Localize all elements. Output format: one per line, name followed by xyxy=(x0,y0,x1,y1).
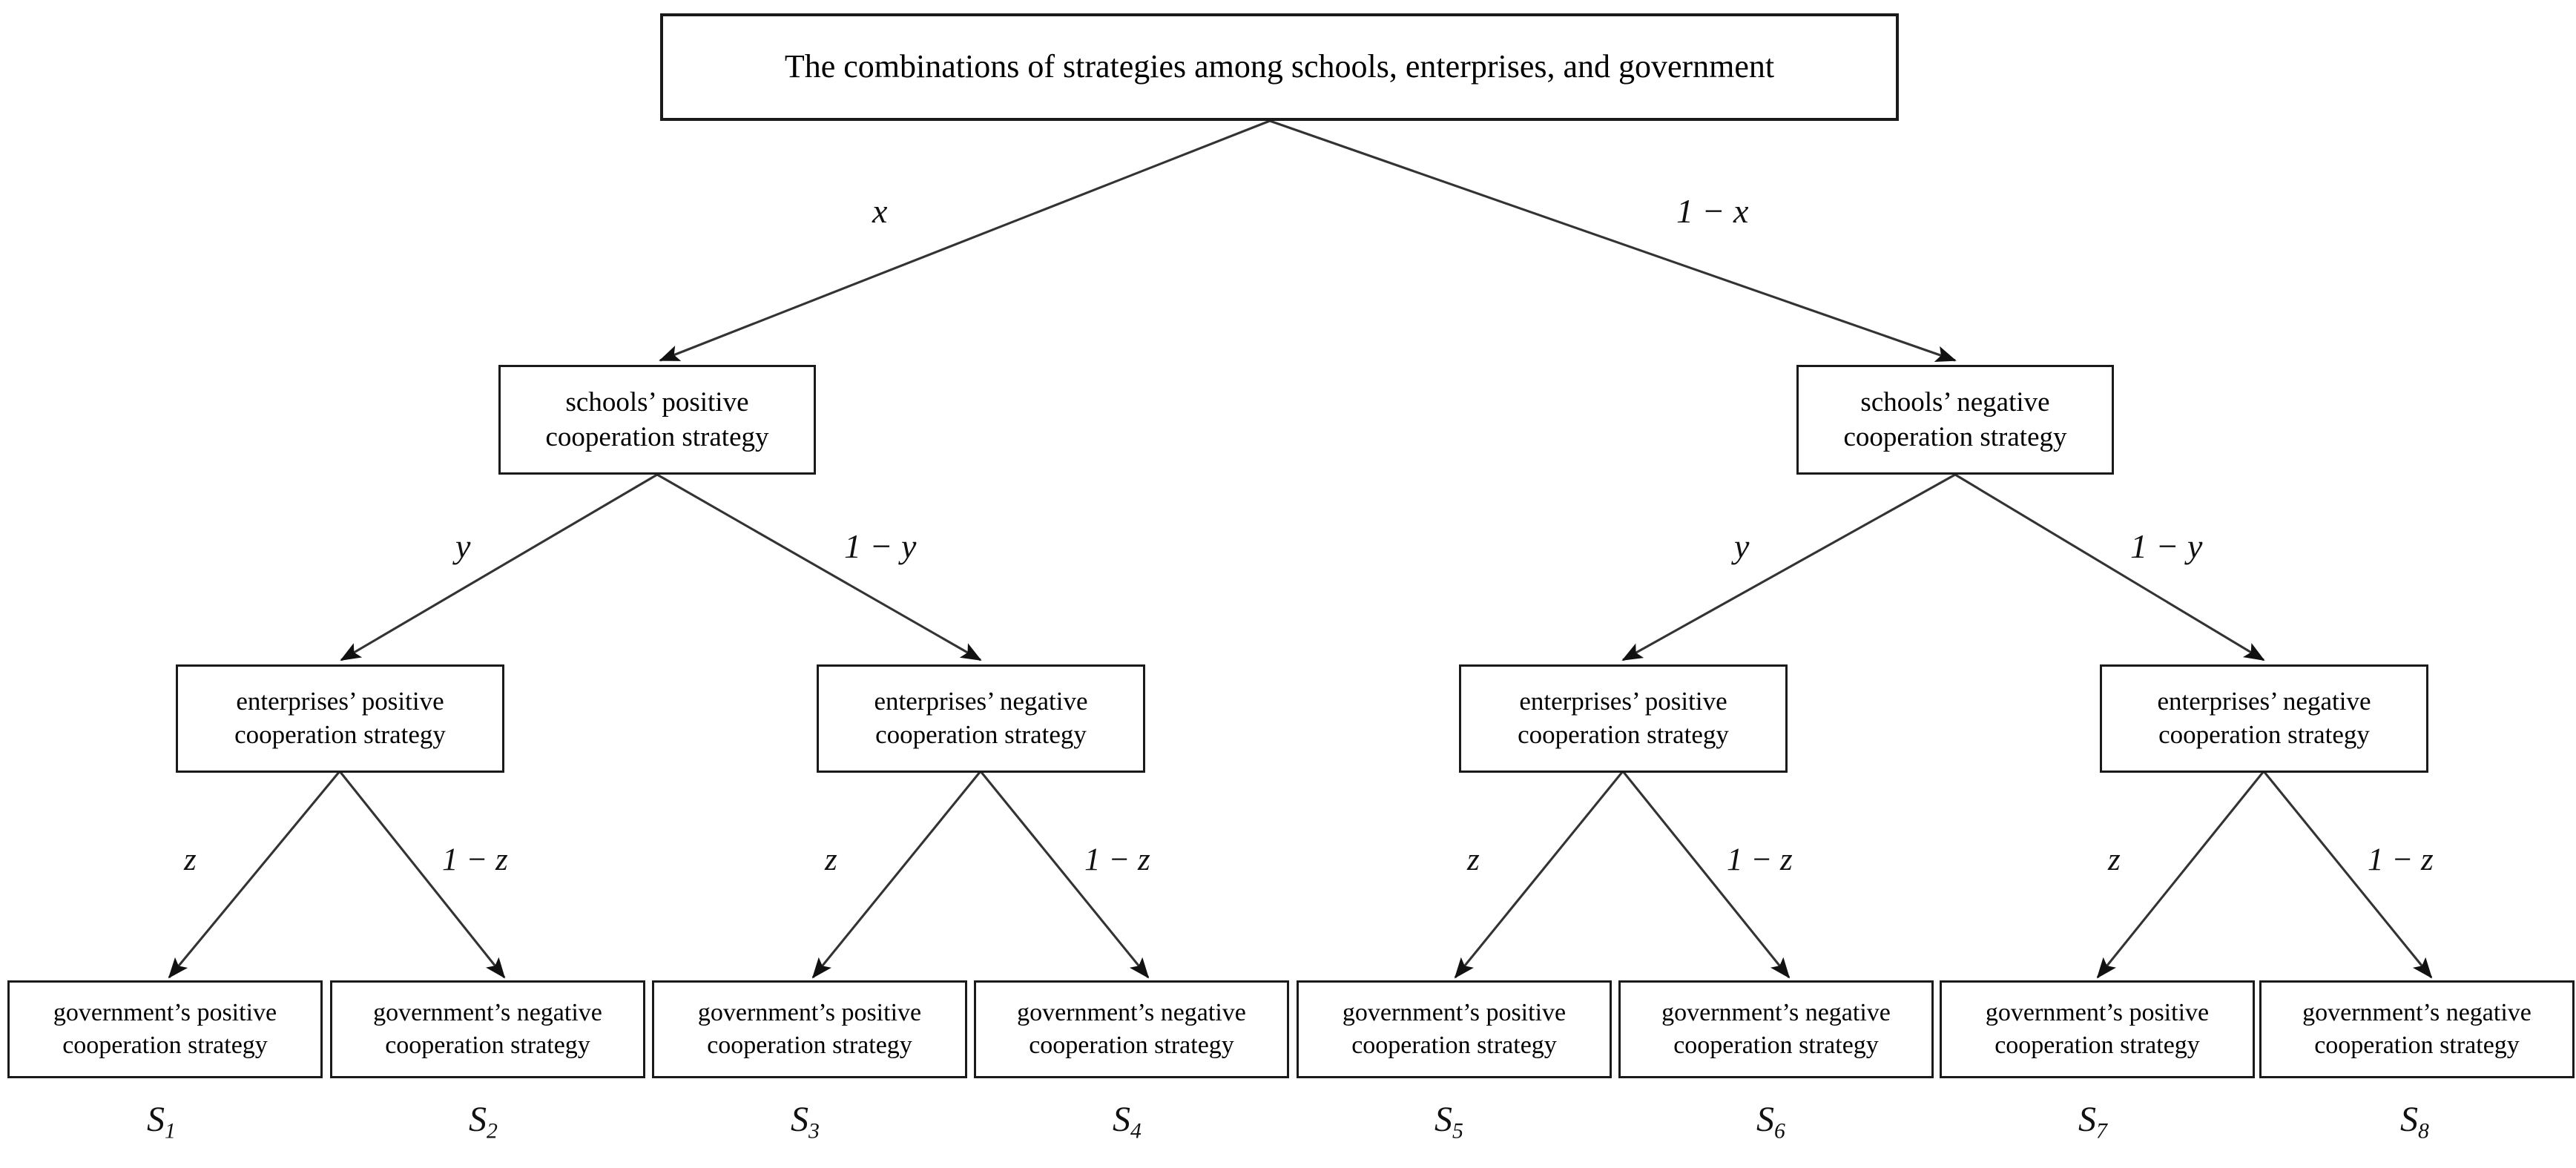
edge-label-1-minus-z-4: 1 − z xyxy=(2368,842,2434,877)
outcome-label-s7: S7 xyxy=(2078,1100,2107,1144)
outcome-label-s4: S4 xyxy=(1113,1100,1142,1144)
edge-label-y-right: y xyxy=(1734,527,1750,565)
outcome-label-s2: S2 xyxy=(469,1100,498,1144)
edge-label-z-4: z xyxy=(2108,842,2121,877)
edge-label-1-minus-y-left: 1 − y xyxy=(844,527,917,565)
outcome-label-s1: S1 xyxy=(147,1100,176,1144)
outcome-label-s8: S8 xyxy=(2400,1100,2429,1144)
edge-label-z-1: z xyxy=(184,842,197,877)
outcome-label-s3: S3 xyxy=(791,1100,820,1144)
edge-label-z-2: z xyxy=(825,842,837,877)
edge-label-z-3: z xyxy=(1467,842,1480,877)
edge-label-x: x xyxy=(872,192,888,230)
edge-label-1-minus-x: 1 − x xyxy=(1676,192,1749,230)
root-node-label: The combinations of strategies among sch… xyxy=(784,48,1775,85)
outcome-label-s5: S5 xyxy=(1434,1100,1463,1144)
outcome-label-s6: S6 xyxy=(1756,1100,1785,1144)
root-node[interactable]: The combinations of strategies among sch… xyxy=(660,13,1899,121)
edge-label-1-minus-z-3: 1 − z xyxy=(1727,842,1793,877)
edge-label-1-minus-z-2: 1 − z xyxy=(1084,842,1150,877)
edge-label-1-minus-z-1: 1 − z xyxy=(442,842,508,877)
edge-label-1-minus-y-right: 1 − y xyxy=(2130,527,2203,565)
edge-label-y-left: y xyxy=(455,527,471,565)
